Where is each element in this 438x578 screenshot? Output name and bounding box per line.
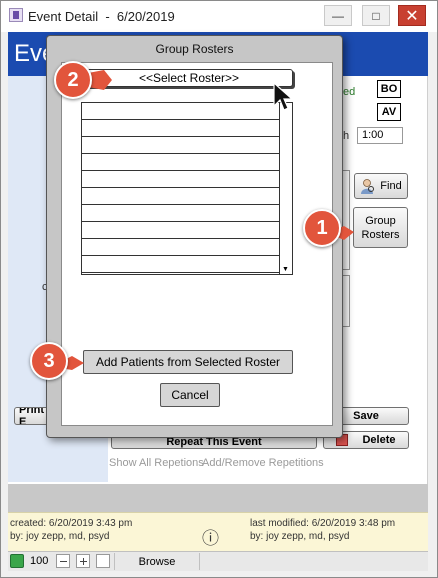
print-button[interactable]: Print E: [14, 407, 54, 425]
list-item[interactable]: [82, 239, 280, 256]
toolbar-toggle-icon[interactable]: [96, 554, 110, 568]
list-item[interactable]: [82, 120, 280, 137]
minimize-button[interactable]: —: [324, 5, 352, 26]
footer-band: [8, 484, 428, 512]
duration-label-partial: h: [343, 130, 350, 142]
list-item[interactable]: [82, 222, 280, 239]
mouse-cursor-icon: [273, 82, 294, 111]
person-search-icon: [361, 179, 375, 194]
cancel-button[interactable]: Cancel: [160, 383, 220, 407]
modified-line-1: last modified: 6/20/2019 3:48 pm: [250, 518, 396, 529]
list-item[interactable]: [82, 103, 280, 120]
created-line-2: by: joy zepp, md, psyd: [10, 531, 110, 542]
add-patients-button[interactable]: Add Patients from Selected Roster: [83, 350, 293, 374]
select-roster-dropdown[interactable]: <<Select Roster>>: [85, 69, 293, 87]
list-item[interactable]: [82, 154, 280, 171]
list-item[interactable]: [82, 205, 280, 222]
list-item[interactable]: [82, 256, 280, 273]
find-button[interactable]: Find: [354, 173, 408, 199]
delete-button[interactable]: Delete: [323, 431, 409, 449]
group-rosters-label-2: Rosters: [361, 228, 400, 241]
callout-arrow-2: [88, 70, 112, 90]
show-all-repetitions-link[interactable]: Show All Repetions: [109, 457, 204, 469]
field-label-cl: cl: [42, 281, 50, 293]
status-text-partial: ed: [343, 86, 356, 98]
group-rosters-label-1: Group: [365, 214, 396, 227]
mode-indicator[interactable]: Browse: [114, 553, 200, 570]
dialog-title: Group Rosters: [155, 42, 234, 56]
created-line-1: created: 6/20/2019 3:43 pm: [10, 518, 133, 529]
av-box[interactable]: AV: [377, 103, 401, 121]
zoom-out-icon[interactable]: [56, 554, 70, 568]
app-icon: [9, 8, 23, 22]
lock-icon[interactable]: [10, 554, 24, 568]
window-title: Event Detail - 6/20/2019: [28, 9, 175, 24]
add-remove-repetitions-link[interactable]: Add/Remove Repetitions: [202, 457, 324, 469]
save-button[interactable]: Save: [323, 407, 409, 425]
group-rosters-button[interactable]: Group Rosters: [353, 207, 408, 248]
list-item[interactable]: [82, 137, 280, 154]
callout-badge-1: 1: [303, 209, 341, 247]
bo-box[interactable]: BO: [377, 80, 401, 98]
delete-label: Delete: [362, 434, 396, 446]
maximize-button[interactable]: □: [362, 5, 390, 26]
callout-badge-3: 3: [30, 342, 68, 380]
info-icon[interactable]: ⓘ: [202, 529, 219, 548]
modified-line-2: by: joy zepp, md, psyd: [250, 531, 350, 542]
list-item[interactable]: [82, 171, 280, 188]
find-label: Find: [380, 180, 402, 192]
duration-field[interactable]: 1:00: [357, 127, 403, 144]
callout-badge-2: 2: [54, 61, 92, 99]
record-info-band: [8, 512, 428, 551]
status-bar: [8, 551, 428, 571]
list-item[interactable]: [82, 188, 280, 205]
scroll-down-icon[interactable]: ▼: [282, 266, 289, 273]
zoom-level[interactable]: 100: [30, 555, 49, 567]
roster-list[interactable]: ▲ ▼: [81, 102, 293, 275]
close-button[interactable]: ✕: [398, 5, 426, 26]
zoom-in-icon[interactable]: [76, 554, 90, 568]
